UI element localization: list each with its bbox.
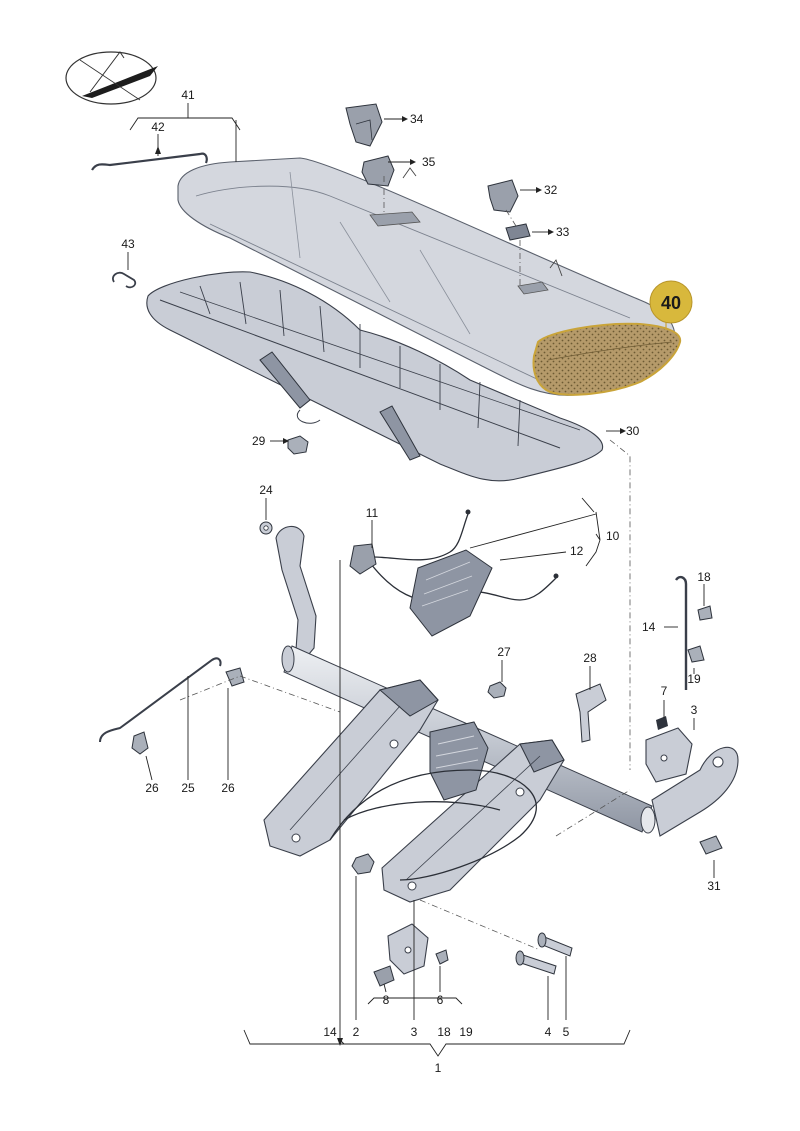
clip-8 xyxy=(373,965,395,987)
callout-35[interactable]: 35 xyxy=(422,155,436,169)
leader-arrowheads xyxy=(155,116,626,1046)
callout-1[interactable]: 1 xyxy=(435,1061,442,1075)
lever-plate-right xyxy=(651,746,739,837)
callout-28[interactable]: 28 xyxy=(583,651,597,665)
callout-26-left[interactable]: 26 xyxy=(145,781,159,795)
callout-34[interactable]: 34 xyxy=(410,112,424,126)
latch-3-right xyxy=(645,716,693,783)
highlighted-foam-pad-40[interactable]: 40 xyxy=(532,280,693,396)
clip-26-left xyxy=(131,731,149,755)
bowden-cables xyxy=(329,769,537,881)
callout-33[interactable]: 33 xyxy=(556,225,570,239)
latch-3-lower xyxy=(387,923,429,975)
callout-14-right[interactable]: 14 xyxy=(642,620,656,634)
left-mounting-arm xyxy=(275,525,317,661)
clip-6 xyxy=(435,949,449,965)
clip-33 xyxy=(505,223,531,241)
callout-4[interactable]: 4 xyxy=(545,1025,552,1039)
assembly-dash-lines xyxy=(179,176,631,951)
callout-3-right[interactable]: 3 xyxy=(691,703,698,717)
seat-frame-30 xyxy=(146,271,604,482)
nut-27 xyxy=(487,681,507,699)
nut-2 xyxy=(351,853,375,875)
callout-18-right[interactable]: 18 xyxy=(697,570,711,584)
clip-34 xyxy=(345,103,383,147)
callout-43[interactable]: 43 xyxy=(121,237,135,251)
clip-18 xyxy=(697,605,713,621)
callout-27[interactable]: 27 xyxy=(497,645,511,659)
callout-2[interactable]: 2 xyxy=(353,1025,360,1039)
highlight-badge-label: 40 xyxy=(661,293,681,313)
callout-8[interactable]: 8 xyxy=(383,993,390,1007)
clip-43 xyxy=(112,271,137,289)
callout-12[interactable]: 12 xyxy=(570,544,584,558)
callout-10[interactable]: 10 xyxy=(606,529,620,543)
clip-19 xyxy=(687,645,705,663)
callout-18-bottom[interactable]: 18 xyxy=(437,1025,451,1039)
bolt-31 xyxy=(699,835,723,855)
callout-42[interactable]: 42 xyxy=(151,120,165,134)
callout-25[interactable]: 25 xyxy=(181,781,195,795)
bolt-5 xyxy=(537,932,573,957)
callout-6[interactable]: 6 xyxy=(437,993,444,1007)
washer-24 xyxy=(259,521,273,535)
highlight-badge[interactable] xyxy=(649,280,693,324)
callout-11[interactable]: 11 xyxy=(366,506,379,520)
callout-41[interactable]: 41 xyxy=(181,88,195,102)
callout-30[interactable]: 30 xyxy=(626,424,640,438)
callout-31[interactable]: 31 xyxy=(707,879,721,893)
compass-arrow-icon xyxy=(65,51,158,105)
callout-19-right[interactable]: 19 xyxy=(687,672,701,686)
release-handle-assembly xyxy=(349,509,559,637)
clip-35 xyxy=(361,155,395,187)
callout-24[interactable]: 24 xyxy=(259,483,273,497)
rod-42 xyxy=(91,152,208,171)
bracket-28 xyxy=(575,683,607,743)
callout-26-right[interactable]: 26 xyxy=(221,781,235,795)
callout-labels: 41 42 43 34 35 32 33 30 29 24 11 10 12 1… xyxy=(121,88,721,1075)
callout-32[interactable]: 32 xyxy=(544,183,558,197)
callout-3-bottom[interactable]: 3 xyxy=(411,1025,418,1039)
adjuster-housing xyxy=(429,721,489,801)
clip-26-right xyxy=(225,667,245,687)
callout-5[interactable]: 5 xyxy=(563,1025,570,1039)
callout-14-bottom[interactable]: 14 xyxy=(323,1025,337,1039)
callout-29[interactable]: 29 xyxy=(252,434,266,448)
bolt-4 xyxy=(515,950,557,975)
left-bracket xyxy=(263,679,439,857)
rod-25 xyxy=(99,657,222,743)
callout-19-bottom[interactable]: 19 xyxy=(459,1025,473,1039)
nut-29 xyxy=(287,435,309,455)
right-bracket xyxy=(381,739,565,903)
rod-14 xyxy=(675,575,688,690)
clip-32 xyxy=(487,179,519,213)
callout-7[interactable]: 7 xyxy=(661,684,668,698)
